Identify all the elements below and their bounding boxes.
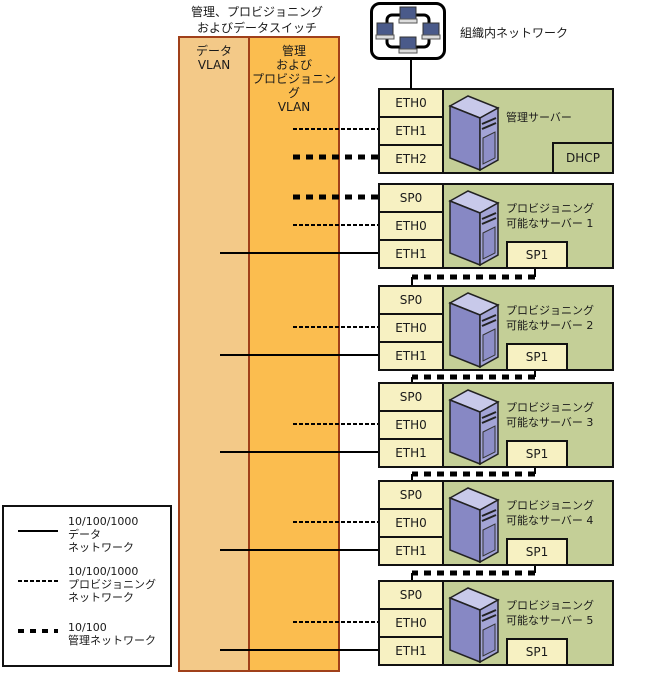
server-name-line2: 可能なサーバー 3 — [506, 416, 594, 429]
port-eth0: ETH0 — [380, 610, 442, 638]
legend: 10/100/1000 データ ネットワーク 10/100/1000 プロビジョ… — [2, 505, 172, 667]
port-eth0: ETH0 — [380, 213, 442, 241]
network-computers-icon — [370, 2, 446, 60]
switch-title-line2: およびデータスイッチ — [196, 21, 317, 35]
port-eth1: ETH1 — [380, 118, 442, 146]
port-eth0: ETH0 — [380, 510, 442, 538]
mgmt-vlan-label-line4: VLAN — [277, 100, 311, 114]
switch-title: 管理、プロビジョニング およびデータスイッチ — [172, 4, 342, 36]
server-name: プロビジョニング 可能なサーバー 5 — [506, 598, 594, 628]
port-list: SP0 ETH0 ETH1 — [380, 185, 444, 267]
provisionable-server-4: SP0 ETH0 ETH1 プロビジョニング 可能なサーバー 4 SP1 — [378, 480, 614, 566]
legend-text: 10/100/1000 — [68, 515, 139, 528]
data-vlan-label-line2: VLAN — [197, 58, 231, 72]
server-name: プロビジョニング 可能なサーバー 1 — [506, 201, 594, 231]
server-name-line2: 可能なサーバー 1 — [506, 217, 594, 230]
server-tower-icon — [448, 189, 504, 271]
computer-icon — [375, 22, 395, 40]
legend-item-provisioning: 10/100/1000 プロビジョニング ネットワーク — [68, 565, 156, 604]
server-name-line1: プロビジョニング — [506, 599, 594, 612]
computer-icon — [398, 6, 418, 24]
server-tower-icon — [448, 291, 504, 373]
port-sp0: SP0 — [380, 287, 442, 315]
legend-text: 10/100 — [68, 621, 107, 634]
mgmt-vlan-label-line3: プロビジョニング — [251, 72, 336, 100]
management-provisioning-vlan: 管理 および プロビジョニング VLAN — [248, 36, 340, 672]
server-name-line1: プロビジョニング — [506, 499, 594, 512]
server-name: プロビジョニング 可能なサーバー 4 — [506, 498, 594, 528]
legend-item-data: 10/100/1000 データ ネットワーク — [68, 515, 138, 554]
data-vlan: データ VLAN — [178, 36, 248, 672]
port-eth1: ETH1 — [380, 343, 442, 369]
port-eth1: ETH1 — [380, 538, 442, 564]
legend-text: 10/100/1000 — [68, 565, 139, 578]
server-tower-icon — [448, 388, 504, 470]
port-eth2: ETH2 — [380, 146, 442, 172]
server-name-line2: 可能なサーバー 4 — [506, 514, 594, 527]
server-name-line2: 可能なサーバー 2 — [506, 319, 594, 332]
legend-item-management: 10/100 管理ネットワーク — [68, 621, 156, 647]
mgmt-vlan-label-line2: および — [275, 58, 312, 72]
server-name-line1: プロビジョニング — [506, 202, 594, 215]
provisionable-server-1: SP0 ETH0 ETH1 プロビジョニング 可能なサーバー 1 SP1 — [378, 183, 614, 269]
mgmt-vlan-label-line1: 管理 — [281, 44, 306, 58]
legend-swatches — [18, 530, 58, 633]
port-list: SP0 ETH0 ETH1 — [380, 482, 444, 564]
server-name-line2: 可能なサーバー 5 — [506, 614, 594, 627]
management-server: ETH0 ETH1 ETH2 管理サーバー DHCP — [378, 88, 614, 174]
mgmt-vlan-label: 管理 および プロビジョニング VLAN — [250, 44, 338, 114]
network-label: 組織内ネットワーク — [460, 26, 569, 40]
server-tower-icon — [448, 94, 504, 176]
port-eth1: ETH1 — [380, 638, 442, 664]
port-list: SP0 ETH0 ETH1 — [380, 384, 444, 466]
server-name-line1: プロビジョニング — [506, 401, 594, 414]
port-eth0: ETH0 — [380, 412, 442, 440]
server-name: 管理サーバー — [506, 111, 572, 124]
port-eth0: ETH0 — [380, 90, 442, 118]
data-vlan-label-line1: データ — [195, 44, 232, 58]
port-sp1: SP1 — [506, 538, 568, 566]
computer-icon — [421, 22, 441, 40]
port-list: ETH0 ETH1 ETH2 — [380, 90, 444, 172]
data-vlan-label: データ VLAN — [180, 44, 248, 72]
server-name: プロビジョニング 可能なサーバー 2 — [506, 303, 594, 333]
port-sp1: SP1 — [506, 638, 568, 666]
port-eth0: ETH0 — [380, 315, 442, 343]
legend-text: プロビジョニング — [68, 578, 156, 591]
dhcp-service: DHCP — [552, 142, 614, 174]
port-eth1: ETH1 — [380, 440, 442, 466]
port-sp0: SP0 — [380, 185, 442, 213]
legend-text: データ — [68, 528, 101, 541]
port-sp0: SP0 — [380, 582, 442, 610]
server-name: プロビジョニング 可能なサーバー 3 — [506, 400, 594, 430]
network-diagram-icon — [375, 6, 441, 54]
port-sp1: SP1 — [506, 241, 568, 269]
switch-title-line1: 管理、プロビジョニング — [190, 5, 323, 19]
legend-text: ネットワーク — [68, 591, 134, 604]
port-sp0: SP0 — [380, 482, 442, 510]
port-sp1: SP1 — [506, 343, 568, 371]
port-list: SP0 ETH0 ETH1 — [380, 582, 444, 664]
port-sp1: SP1 — [506, 440, 568, 468]
server-tower-icon — [448, 486, 504, 568]
server-name-line1: プロビジョニング — [506, 304, 594, 317]
provisionable-server-2: SP0 ETH0 ETH1 プロビジョニング 可能なサーバー 2 SP1 — [378, 285, 614, 371]
provisionable-server-5: SP0 ETH0 ETH1 プロビジョニング 可能なサーバー 5 SP1 — [378, 580, 614, 666]
legend-text: 管理ネットワーク — [68, 634, 156, 647]
port-eth1: ETH1 — [380, 241, 442, 267]
server-tower-icon — [448, 586, 504, 668]
legend-text: ネットワーク — [68, 541, 134, 554]
port-list: SP0 ETH0 ETH1 — [380, 287, 444, 369]
provisionable-server-3: SP0 ETH0 ETH1 プロビジョニング 可能なサーバー 3 SP1 — [378, 382, 614, 468]
port-sp0: SP0 — [380, 384, 442, 412]
computer-icon — [398, 36, 418, 54]
